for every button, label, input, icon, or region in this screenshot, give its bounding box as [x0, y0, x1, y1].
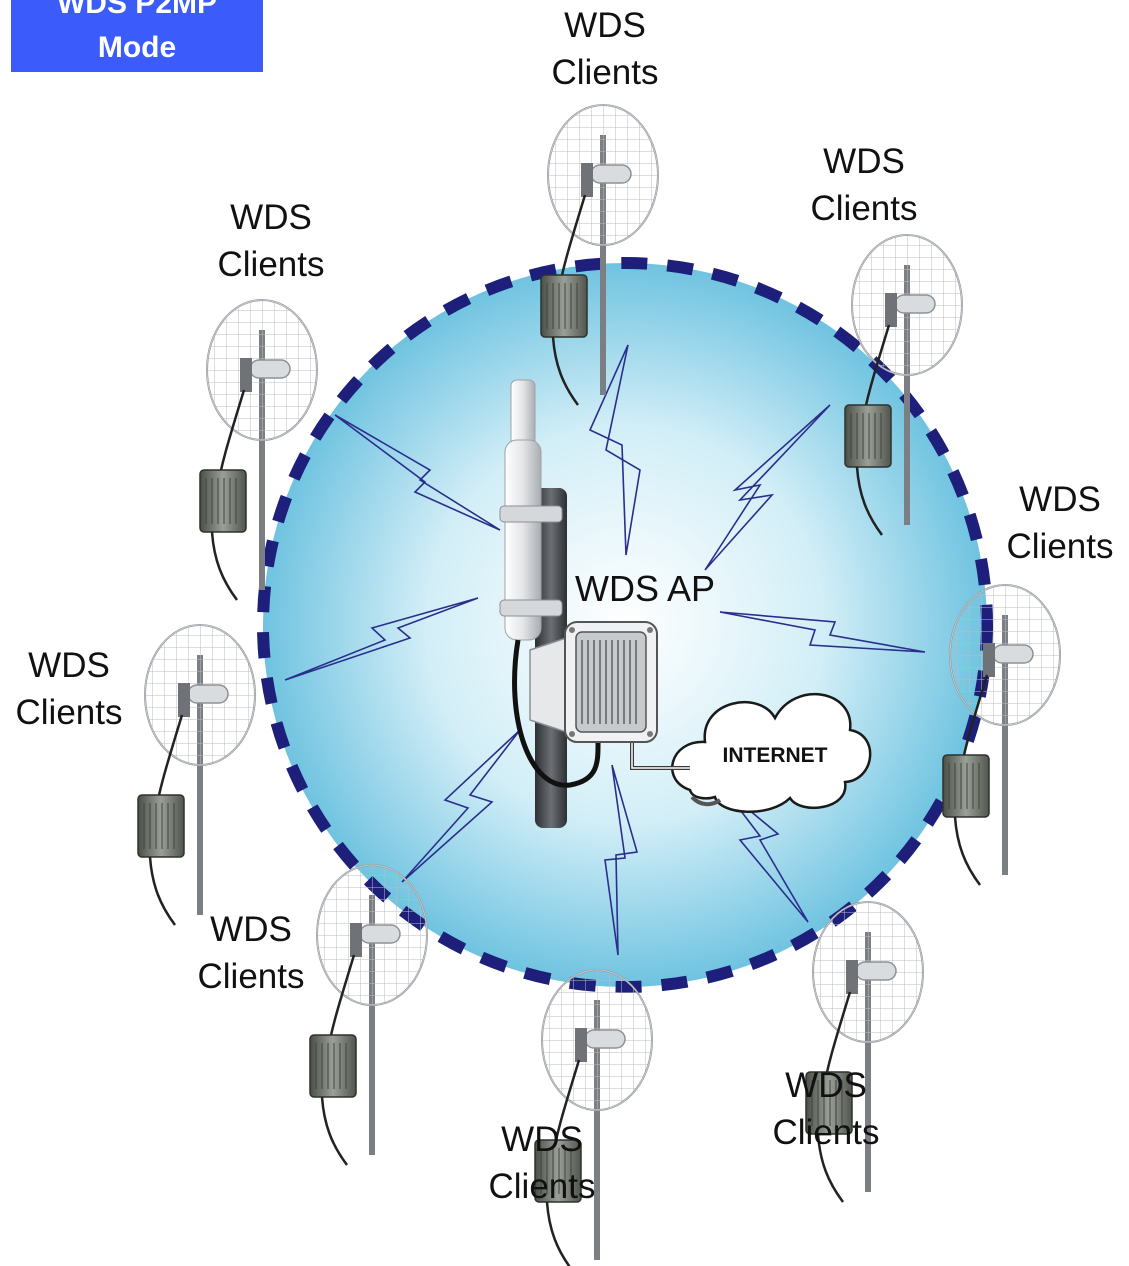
client-label-bottom-left: WDS Clients: [176, 906, 326, 1000]
link-top-right: [704, 404, 831, 571]
client-label-line1: WDS: [785, 1066, 867, 1105]
client-label-line1: WDS: [1019, 480, 1101, 519]
client-label-line1: WDS: [564, 6, 646, 45]
link-top-left: [334, 414, 501, 531]
client-label-line1: WDS: [501, 1120, 583, 1159]
client-label-right: WDS Clients: [985, 476, 1129, 570]
client-label-line1: WDS: [230, 198, 312, 237]
access-point-device: [499, 379, 658, 828]
mode-badge: WDS P2MP Mode: [11, 0, 263, 72]
access-point-label: WDS AP: [575, 568, 716, 609]
client-station-left: [136, 623, 257, 927]
client-label-line1: WDS: [210, 910, 292, 949]
client-label-left: WDS Clients: [0, 642, 144, 736]
internet-cloud: [671, 693, 872, 813]
client-label-bottom: WDS Clients: [467, 1116, 617, 1210]
client-label-line2: Clients: [1006, 527, 1114, 566]
link-right: [719, 611, 926, 653]
client-label-bottom-right: WDS Clients: [751, 1062, 901, 1156]
link-top: [588, 344, 641, 556]
link-left: [284, 597, 479, 681]
client-label-line1: WDS: [28, 646, 110, 685]
mode-badge-line2: Mode: [97, 31, 177, 64]
client-label-line2: Clients: [217, 245, 325, 284]
client-label-top-left: WDS Clients: [196, 194, 346, 288]
client-station-bottom-right: [804, 900, 925, 1204]
client-label-line2: Clients: [15, 693, 123, 732]
client-station-bottom-left: [308, 863, 429, 1167]
client-label-top: WDS Clients: [530, 2, 680, 96]
link-bottom: [604, 764, 639, 956]
client-label-line2: Clients: [810, 189, 918, 228]
client-label-line2: Clients: [488, 1167, 596, 1206]
client-label-line2: Clients: [551, 53, 659, 92]
client-label-top-right: WDS Clients: [789, 138, 939, 232]
client-label-line1: WDS: [823, 142, 905, 181]
mode-badge-line1: WDS P2MP: [56, 0, 218, 20]
internet-label: INTERNET: [722, 744, 828, 767]
client-label-line2: Clients: [772, 1113, 880, 1152]
client-label-line2: Clients: [197, 957, 305, 996]
